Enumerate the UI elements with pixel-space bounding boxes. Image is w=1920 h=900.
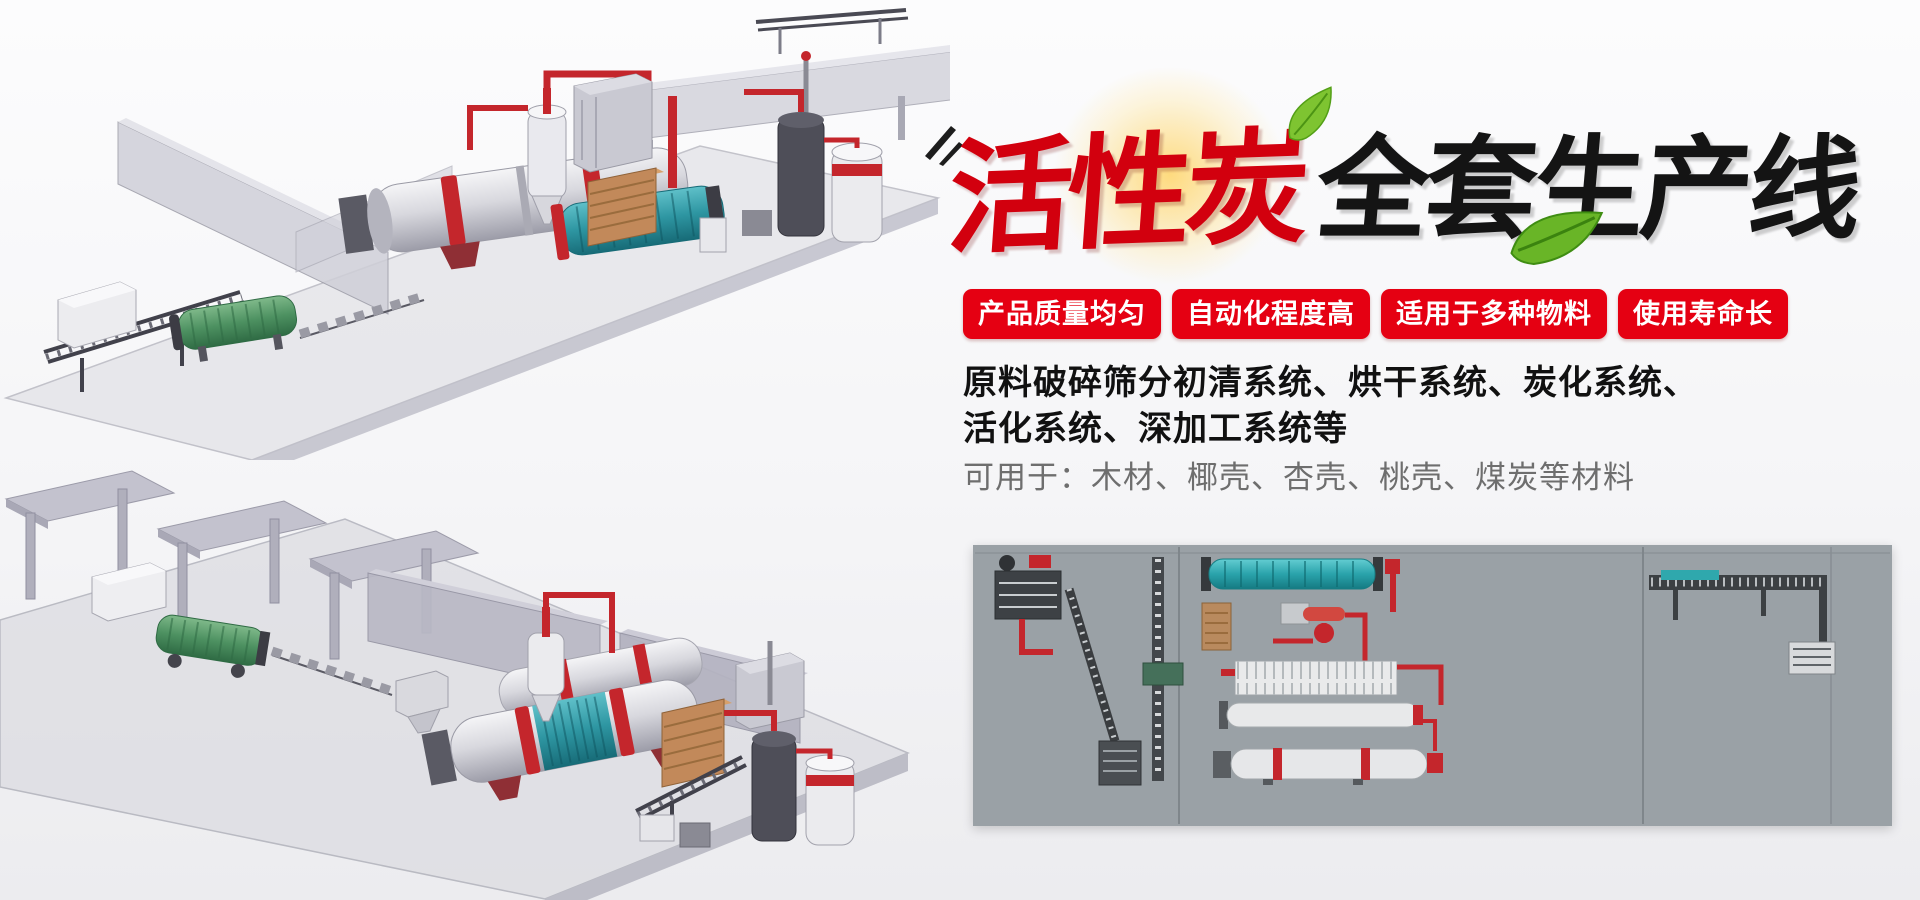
leaf-icon	[1288, 86, 1332, 141]
leaf-icon	[1510, 211, 1604, 265]
feature-badges: 产品质量均匀 自动化程度高 适用于多种物料 使用寿命长	[963, 289, 1788, 339]
production-line-3d-render-top	[3, 8, 950, 460]
brush-stroke-icon	[925, 126, 963, 166]
feature-badge: 自动化程度高	[1172, 289, 1370, 339]
system-description-line2: 活化系统、深加工系统等	[963, 410, 1348, 448]
system-description-line1: 原料破碎筛分初清系统、烘干系统、炭化系统、	[963, 364, 1698, 402]
system-description: 原料破碎筛分初清系统、烘干系统、炭化系统、 活化系统、深加工系统等	[963, 360, 1698, 452]
feature-badge: 适用于多种物料	[1381, 289, 1607, 339]
production-line-3d-render-bottom	[0, 470, 910, 900]
materials-line: 可用于：木材、椰壳、杏壳、桃壳、煤炭等材料	[963, 460, 1635, 495]
title-text-red: 活性炭	[943, 118, 1309, 270]
feature-badge: 产品质量均匀	[963, 289, 1161, 339]
production-line-schematic	[973, 545, 1892, 826]
page-title: 活性炭全套生产线	[944, 92, 1910, 272]
feature-badge: 使用寿命长	[1618, 289, 1788, 339]
